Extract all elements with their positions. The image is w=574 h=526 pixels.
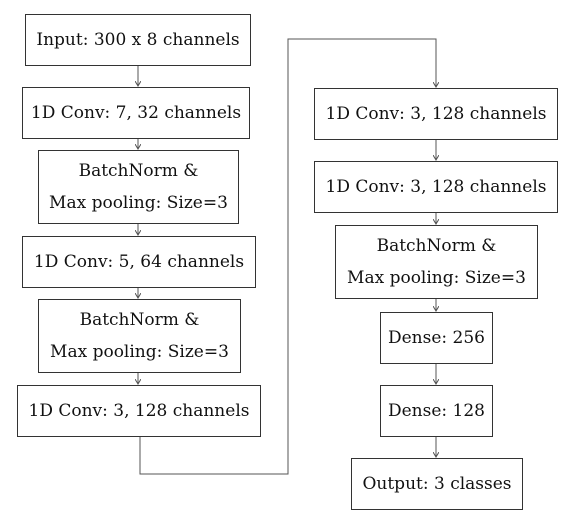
node-batchnorm-pool-1-line2: Max pooling: Size=3	[49, 192, 228, 213]
node-conv2-label: 1D Conv: 5, 64 channels	[33, 251, 245, 272]
connector-conv3-to-conv4	[139, 38, 436, 475]
node-conv5: 1D Conv: 3, 128 channels	[314, 161, 558, 213]
node-conv2: 1D Conv: 5, 64 channels	[22, 236, 256, 288]
node-batchnorm-pool-3: BatchNorm & Max pooling: Size=3	[335, 225, 538, 299]
node-batchnorm-pool-2-line1: BatchNorm &	[79, 309, 200, 330]
node-conv4: 1D Conv: 3, 128 channels	[314, 88, 558, 140]
node-conv4-label: 1D Conv: 3, 128 channels	[325, 103, 547, 124]
node-input: Input: 300 x 8 channels	[25, 14, 251, 66]
node-batchnorm-pool-1-line1: BatchNorm &	[78, 160, 199, 181]
node-dense-256: Dense: 256	[380, 312, 493, 364]
node-dense-128: Dense: 128	[380, 385, 493, 437]
node-batchnorm-pool-2: BatchNorm & Max pooling: Size=3	[38, 299, 241, 373]
node-conv3-label: 1D Conv: 3, 128 channels	[28, 400, 250, 421]
node-conv3: 1D Conv: 3, 128 channels	[17, 385, 261, 437]
node-batchnorm-pool-1: BatchNorm & Max pooling: Size=3	[38, 150, 239, 224]
node-dense-128-label: Dense: 128	[387, 400, 485, 421]
node-output: Output: 3 classes	[351, 458, 523, 510]
node-batchnorm-pool-2-line2: Max pooling: Size=3	[50, 341, 229, 362]
node-input-label: Input: 300 x 8 channels	[36, 29, 240, 50]
node-conv1: 1D Conv: 7, 32 channels	[22, 87, 250, 139]
node-batchnorm-pool-3-line2: Max pooling: Size=3	[347, 267, 526, 288]
node-dense-256-label: Dense: 256	[387, 327, 485, 348]
node-conv5-label: 1D Conv: 3, 128 channels	[325, 176, 547, 197]
node-batchnorm-pool-3-line1: BatchNorm &	[376, 235, 497, 256]
node-conv1-label: 1D Conv: 7, 32 channels	[30, 102, 242, 123]
node-output-label: Output: 3 classes	[362, 473, 512, 494]
